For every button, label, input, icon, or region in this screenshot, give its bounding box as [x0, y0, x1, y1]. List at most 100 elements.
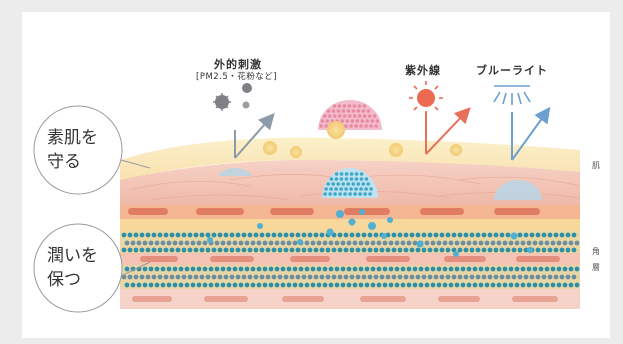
lipid-dot [212, 233, 217, 238]
lipid-dot [311, 283, 316, 288]
lipid-dot [389, 267, 394, 272]
lipid-dot [263, 283, 268, 288]
dome-dot [335, 177, 339, 181]
lipid-dot [278, 233, 283, 238]
lipid-dot [374, 275, 379, 280]
lipid-dot [317, 267, 322, 272]
protect-callout-text: 素肌を 守る [47, 126, 98, 174]
lipid-dot [197, 283, 202, 288]
lipid-dot [563, 283, 568, 288]
dome-dot [328, 192, 332, 196]
lipid-dot [305, 241, 310, 246]
lipid-dot [323, 267, 328, 272]
lipid-dot [347, 267, 352, 272]
lipid-dot [326, 248, 331, 253]
lipid-dot [536, 248, 541, 253]
lipid-dot [251, 283, 256, 288]
lipid-dot [179, 267, 184, 272]
lipid-dot [575, 283, 580, 288]
lipid-dot [185, 283, 190, 288]
lipid-dot [371, 267, 376, 272]
dome-dot [323, 114, 327, 118]
lipid-dot [488, 248, 493, 253]
lipid-dot [557, 241, 562, 246]
dome-dot [349, 124, 353, 128]
lipid-dot [308, 275, 313, 280]
lipid-dot [353, 241, 358, 246]
lipid-dot [449, 267, 454, 272]
lipid-dot [182, 248, 187, 253]
dome-dot [340, 177, 344, 181]
lipid-dot [449, 283, 454, 288]
lipid-dot [344, 233, 349, 238]
lipid-dot [272, 233, 277, 238]
lipid-dot [152, 248, 157, 253]
lipid-dot [188, 275, 193, 280]
lipid-dot [485, 267, 490, 272]
lipid-dot [410, 233, 415, 238]
lipid-dot [434, 233, 439, 238]
lipid-dot [440, 233, 445, 238]
lipid-dot [491, 241, 496, 246]
dome-dot [343, 104, 347, 108]
lipid-dot [296, 248, 301, 253]
lipid-dot [311, 241, 316, 246]
lipid-dot [377, 283, 382, 288]
lipid-dot [467, 241, 472, 246]
lipid-dot [365, 267, 370, 272]
bottom-band [120, 289, 580, 309]
lipid-dot [317, 241, 322, 246]
dome-dot [333, 104, 337, 108]
lipid-dot [128, 233, 133, 238]
lipid-dot [395, 241, 400, 246]
lipid-dot [254, 233, 259, 238]
dome-dot [348, 114, 352, 118]
lipid-dot [236, 275, 241, 280]
dome-dot [366, 182, 370, 186]
lipid-dot [200, 275, 205, 280]
lipid-dot [560, 275, 565, 280]
lipid-dot [557, 283, 562, 288]
lipid-dot [425, 267, 430, 272]
dome-dot [346, 182, 350, 186]
lipid-dot [479, 241, 484, 246]
lipid-dot [308, 248, 313, 253]
dome-dot [351, 119, 355, 123]
dome-dot [361, 119, 365, 123]
lipid-dot [356, 248, 361, 253]
lipid-dot [485, 283, 490, 288]
dome-dot [358, 104, 362, 108]
lipid-dot [242, 233, 247, 238]
lipid-dot [197, 267, 202, 272]
lipid-dot [131, 241, 136, 246]
lipid-dot [206, 248, 211, 253]
lipid-dot [407, 267, 412, 272]
lipid-dot [464, 233, 469, 238]
lipid-dot [257, 241, 262, 246]
lipid-dot [566, 275, 571, 280]
lipid-dot [290, 275, 295, 280]
lipid-dot [173, 267, 178, 272]
lipid-dot [326, 275, 331, 280]
lipid-dot [542, 275, 547, 280]
lipid-dot [365, 241, 370, 246]
lipid-dot [152, 233, 157, 238]
dome-dot [364, 124, 368, 128]
lipid-dot [461, 283, 466, 288]
lipid-dot [422, 233, 427, 238]
lipid-dot [248, 275, 253, 280]
lipid-dot [491, 283, 496, 288]
lipid-dot [569, 241, 574, 246]
lipid-dot [179, 241, 184, 246]
lipid-dot [227, 283, 232, 288]
dome-dot [333, 192, 337, 196]
lipid-dot [350, 275, 355, 280]
lipid-dot [245, 283, 250, 288]
dome-dot [338, 104, 342, 108]
dome-dot [373, 114, 377, 118]
lipid-dot [491, 267, 496, 272]
lipid-dot [488, 275, 493, 280]
dome-dot [368, 192, 372, 196]
lipid-dot [443, 241, 448, 246]
lipid-dot [446, 275, 451, 280]
